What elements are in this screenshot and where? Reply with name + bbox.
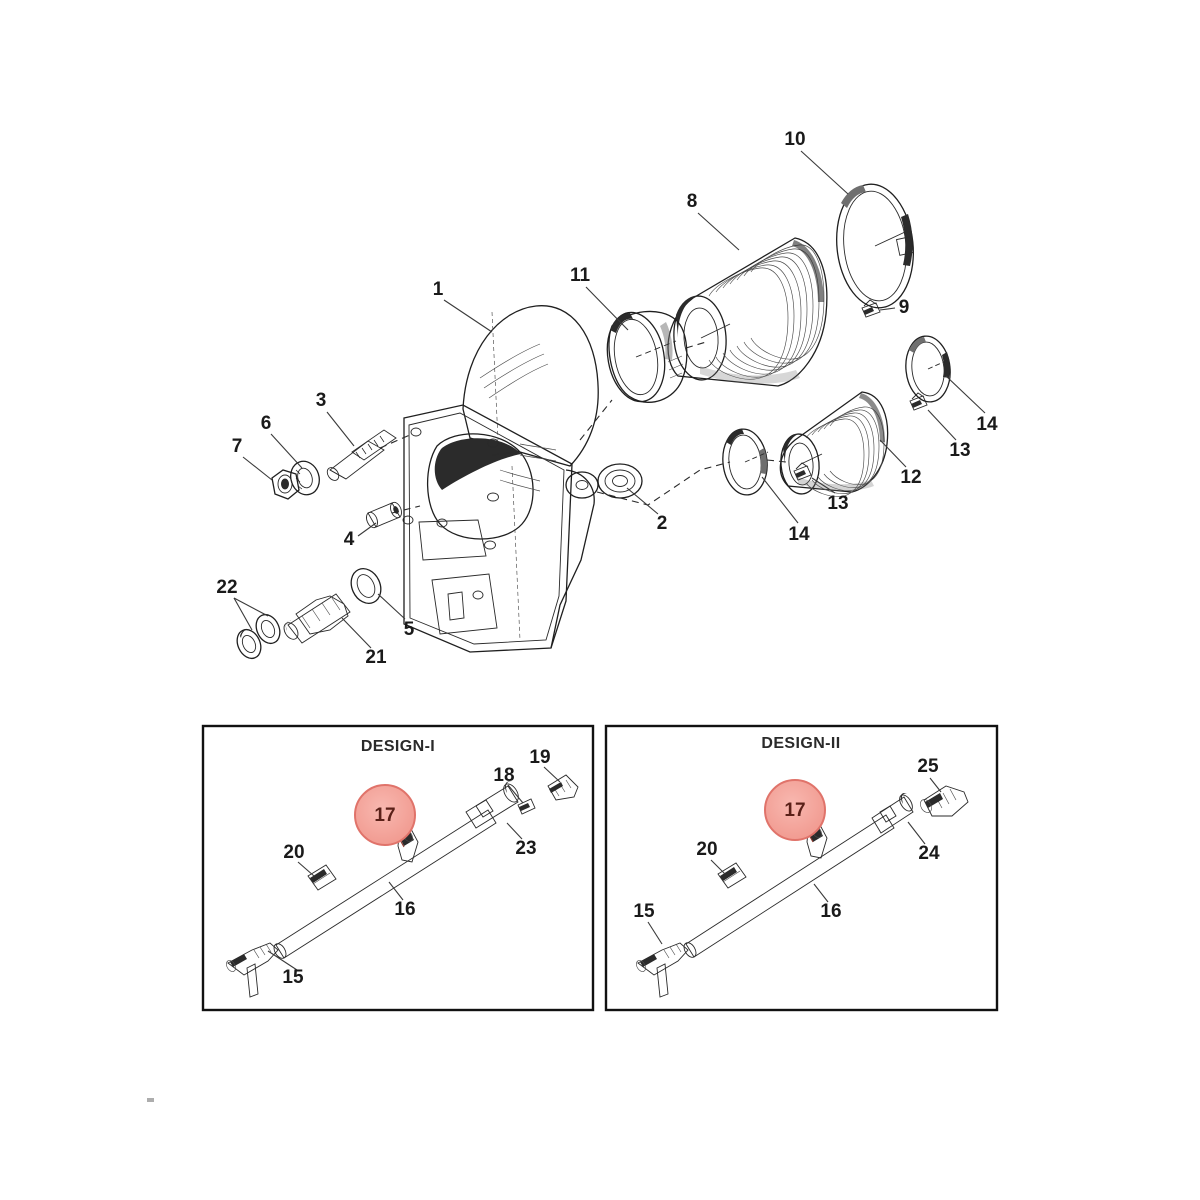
- d1-callout-20: 20: [283, 842, 304, 863]
- d2-callout-20: 20: [696, 839, 717, 860]
- part-connector-25: [920, 785, 969, 817]
- highlight-circle[interactable]: [354, 784, 416, 846]
- highlight-label-17-d1: 17: [374, 805, 395, 826]
- part-clamp-ring-14b: [905, 335, 951, 403]
- d2-callout-25: 25: [917, 756, 939, 777]
- callout-5: 5: [404, 619, 415, 640]
- part-clamp-ring-10: [836, 183, 915, 309]
- main-assembly-group: [233, 150, 986, 660]
- callout-6: 6: [261, 413, 272, 434]
- callout-12: 12: [900, 467, 921, 488]
- design-1-panel-box: [201, 724, 595, 1012]
- design-2-leader-lines: [647, 777, 942, 945]
- callout-11: 11: [570, 265, 591, 286]
- callout-8: 8: [687, 191, 698, 212]
- callout-7: 7: [232, 436, 243, 457]
- design-1-leader-lines: [267, 766, 561, 971]
- d1-callout-15: 15: [282, 967, 304, 988]
- part-oring-5: [350, 567, 382, 605]
- part-seal-washers-22: [236, 613, 281, 660]
- callout-14b: 14: [976, 414, 998, 435]
- part-bellows-small-12: [779, 391, 889, 497]
- part-clamp-bracket-20-d2: [717, 862, 747, 889]
- part-hexnut-7: [271, 469, 300, 500]
- callout-13b: 13: [949, 440, 970, 461]
- part-water-inlet-15-d2: [636, 942, 689, 998]
- part-gimbal-housing: [402, 305, 599, 653]
- callout-1: 1: [433, 279, 444, 300]
- part-tube-end-23: [465, 781, 519, 829]
- assembly-dash-lines: [379, 341, 787, 514]
- design-2-title: DESIGN-II: [761, 735, 840, 752]
- callout-4: 4: [344, 529, 355, 550]
- d2-callout-16: 16: [820, 901, 841, 922]
- callout-21: 21: [365, 647, 387, 668]
- part-shift-stud-21: [283, 593, 351, 644]
- callout-2: 2: [657, 513, 668, 534]
- part-bellows-large-8: [667, 237, 828, 387]
- d2-callout-24: 24: [918, 843, 940, 864]
- part-plug-4: [366, 501, 402, 529]
- part-clamp-screw-9: [861, 299, 881, 318]
- d1-callout-19: 19: [529, 747, 550, 768]
- highlight-17-design-2[interactable]: 17: [764, 779, 826, 843]
- part-water-inlet-15-d1: [226, 942, 279, 998]
- part-hose-clamp-18: [517, 798, 536, 815]
- scan-artifact: [147, 1098, 154, 1102]
- highlight-circle[interactable]: [764, 779, 826, 841]
- design-2-panel-box: [604, 724, 999, 1012]
- part-clamp-ring-14a: [722, 428, 769, 496]
- callout-10: 10: [784, 129, 805, 150]
- design-1-content: [226, 766, 579, 998]
- part-washer-2: [597, 463, 643, 499]
- callout-9: 9: [899, 297, 910, 318]
- d1-callout-16: 16: [394, 899, 415, 920]
- highlight-label-17-d2: 17: [784, 800, 805, 821]
- callout-14a: 14: [788, 524, 810, 545]
- callout-22: 22: [216, 577, 237, 598]
- part-clamp-bracket-20-d1: [307, 864, 337, 891]
- part-tube-end-24: [871, 793, 914, 834]
- d1-callout-18: 18: [493, 765, 514, 786]
- part-clamp-screw-13a: [793, 462, 812, 481]
- callout-13a: 13: [827, 493, 848, 514]
- callout-3: 3: [316, 390, 327, 411]
- part-lockwasher-6: [290, 460, 320, 496]
- highlight-17-design-1[interactable]: 17: [354, 784, 416, 848]
- d2-callout-15: 15: [633, 901, 655, 922]
- part-tube-16-d1: [273, 809, 497, 959]
- main-leader-lines: [233, 150, 986, 649]
- design-1-title: DESIGN-I: [361, 738, 435, 755]
- part-connector-19: [547, 774, 579, 801]
- part-stud-bolt-3: [326, 429, 397, 481]
- d1-callout-23: 23: [515, 838, 536, 859]
